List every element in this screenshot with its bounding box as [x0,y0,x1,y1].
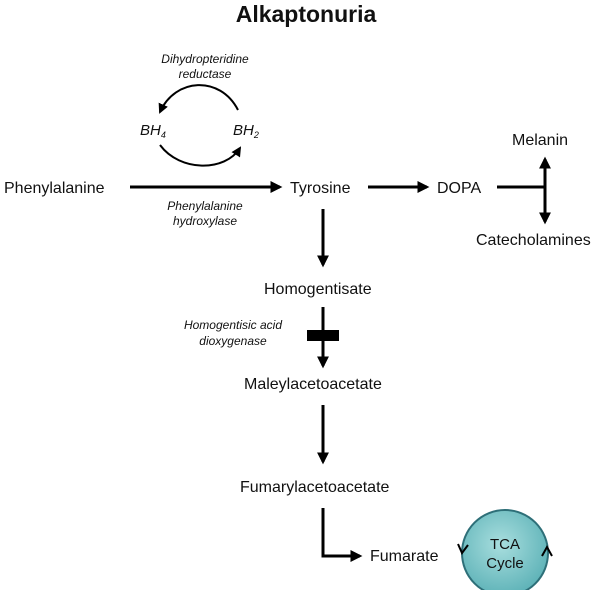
tyrosine-node: Tyrosine [290,180,351,197]
phenylalanine-hydroxylase-label-line1: Phenylalanine [167,199,243,213]
tca-label-line1: TCA [490,536,520,553]
catecholamines-node: Catecholamines [476,232,591,249]
diagram-title: Alkaptonuria [236,1,377,27]
fumarylacetoacetate-to-fumarate-arrow [321,508,363,562]
bh4-to-bh2-arrow [159,144,242,167]
bh4-cofactor: BH4 [140,122,166,140]
dopa-node: DOPA [437,180,481,197]
bh2-to-bh4-arrow [158,84,239,114]
phenylalanine-node: Phenylalanine [4,180,105,197]
enzyme-block-bar [307,330,339,341]
dihydropteridine-reductase-label-line1: Dihydropteridine [161,52,249,66]
homogentisic-acid-dioxygenase-label-line1: Homogentisic acid [184,318,282,332]
fumarate-node: Fumarate [370,548,439,565]
tca-right-arrowhead [541,544,553,557]
tca-cycle: TCA Cycle [457,509,553,590]
bh2-cofactor: BH2 [233,122,259,140]
melanin-node: Melanin [512,132,568,149]
dihydropteridine-reductase-label-line2: reductase [179,67,232,81]
tca-left-arrowhead [457,543,469,555]
homogentisate-node: Homogentisate [264,281,372,298]
maleylacetoacetate-node: Maleylacetoacetate [244,376,382,393]
homogentisic-acid-dioxygenase-label-line2: dioxygenase [199,334,267,348]
tca-label-line2: Cycle [486,555,524,572]
phenylalanine-hydroxylase-label-line2: hydroxylase [173,214,237,228]
fumarylacetoacetate-node: Fumarylacetoacetate [240,479,390,496]
